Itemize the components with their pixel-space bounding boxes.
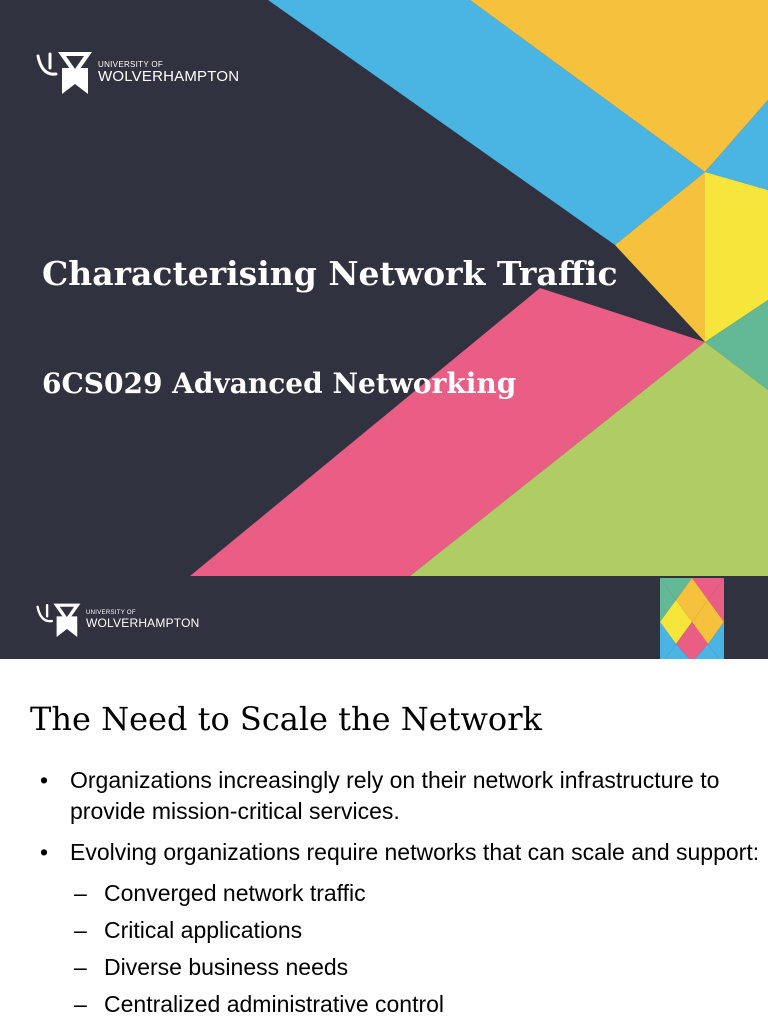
list-item: Diverse business needs bbox=[0, 952, 768, 983]
logo-big-text: WOLVERHAMPTON bbox=[98, 67, 240, 85]
yellow-shape bbox=[705, 172, 768, 342]
content-slide-body: The Need to Scale the Network Organizati… bbox=[0, 659, 768, 1024]
list-item: Converged network traffic bbox=[0, 878, 768, 909]
orange-top-shape bbox=[470, 0, 768, 172]
university-logo-icon bbox=[36, 50, 94, 94]
list-item: Evolving organizations require networks … bbox=[0, 837, 768, 868]
blue-stripe-shape bbox=[268, 0, 705, 245]
orange-mid-shape bbox=[615, 172, 705, 342]
slide-title: Characterising Network Traffic bbox=[42, 254, 618, 293]
bullet-list: Organizations increasingly rely on their… bbox=[0, 765, 768, 1024]
logo-big-text: WOLVERHAMPTON bbox=[86, 615, 200, 630]
list-item: Critical applications bbox=[0, 915, 768, 946]
content-slide-header: UNIVERSITY OF WOLVERHAMPTON bbox=[0, 576, 768, 688]
teal-shape bbox=[705, 300, 768, 390]
decorative-shapes bbox=[190, 0, 768, 576]
logo-small-text: UNIVERSITY OF bbox=[98, 59, 164, 69]
university-logo: UNIVERSITY OF WOLVERHAMPTON bbox=[36, 602, 200, 637]
pink-shape bbox=[190, 288, 705, 576]
list-item: Organizations increasingly rely on their… bbox=[0, 765, 768, 827]
list-item: Centralized administrative control bbox=[0, 989, 768, 1020]
slide-subtitle: 6CS029 Advanced Networking bbox=[42, 367, 517, 400]
green-shape bbox=[410, 342, 768, 576]
title-slide: UNIVERSITY OF WOLVERHAMPTON Characterisi… bbox=[0, 0, 768, 576]
university-logo: UNIVERSITY OF WOLVERHAMPTON bbox=[36, 50, 239, 94]
university-logo-icon bbox=[36, 602, 82, 637]
content-slide-title: The Need to Scale the Network bbox=[30, 700, 542, 738]
blue-corner-shape bbox=[705, 100, 768, 190]
logo-small-text: UNIVERSITY OF bbox=[86, 609, 136, 616]
